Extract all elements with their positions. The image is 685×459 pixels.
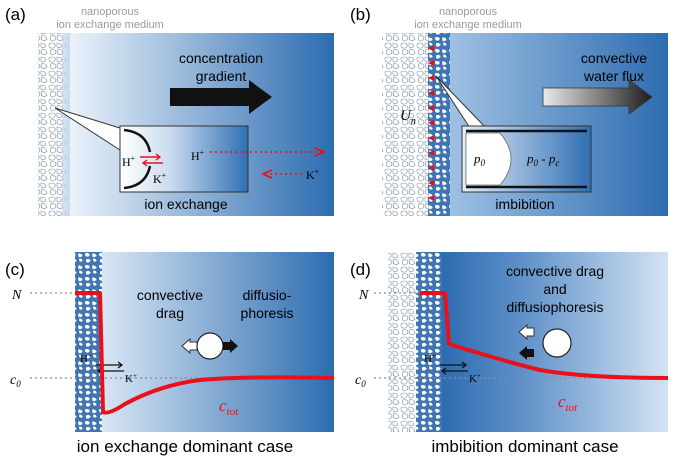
panel-a-medium-edge [62, 33, 70, 216]
panel-d-k-arrow [440, 367, 468, 375]
panel-d-porous-medium [388, 252, 420, 432]
panel-d-particle [542, 328, 572, 358]
panel-a-caption: ion exchange [144, 196, 228, 212]
panel-d-diffusiophoresis-arrow [519, 346, 534, 360]
panel-b-p0-minus-pc: p0 - pc [526, 151, 559, 168]
panel-b-porous-medium [382, 33, 428, 216]
panel-a-medium-label-line1: nanoporous [81, 6, 140, 18]
panel-b-caption: imbibition [495, 196, 554, 212]
panel-d-ctot-label: ctot [558, 392, 578, 414]
panel-c-particle [196, 332, 224, 360]
panel-c-c0-label: c0 [10, 373, 21, 389]
panel-d-c0-label: c0 [355, 373, 366, 389]
panel-b-red-flow-arrows [428, 45, 434, 201]
panel-a-k-arrowhead [261, 169, 273, 179]
panel-a-porous-medium [38, 33, 66, 216]
panel-a-gradient-arrow [170, 80, 272, 114]
panel-c-diffusiophoresis-arrow [223, 339, 238, 353]
panel-b-arrow-label-line2: water flux [583, 68, 644, 84]
panel-a-h-arrowhead [314, 147, 326, 157]
panel-d-h-arrow [440, 361, 468, 369]
panel-d-n-label: N [358, 288, 369, 303]
panel-d-letter: (d) [350, 260, 371, 279]
panel-b: (b) nanoporous ion exchange medium conve… [350, 5, 668, 216]
panel-b-letter: (b) [350, 5, 371, 24]
panel-d-drag-arrow [518, 323, 535, 341]
panel-a-k-label: K+ [306, 167, 320, 182]
panel-a-inset-k: K+ [153, 171, 167, 186]
panel-b-medium-label-line1: nanoporous [439, 6, 498, 18]
panel-c: (c) N c0 convective drag diffusio- phore… [5, 252, 335, 456]
panel-c-text2-line2: phoresis [241, 305, 294, 321]
panel-c-porous-medium [75, 252, 102, 432]
panel-d-text-line2: and [543, 281, 566, 297]
panel-a-h-label: H+ [191, 148, 205, 163]
panel-d-h-label: H+ [424, 352, 436, 365]
panel-b-un-label: Un [400, 108, 416, 127]
panel-d-text-line3: diffusiophoresis [506, 299, 603, 315]
panel-a-medium-label-line2: ion exchange medium [56, 19, 164, 31]
panel-d: (d) N c0 convective drag and diffusiopho… [350, 252, 669, 456]
panel-c-text1-line1: convective [137, 287, 203, 303]
panel-d-ctot-curve [420, 291, 669, 380]
panel-c-n-label: N [11, 288, 22, 303]
panel-c-ctot-label: ctot [219, 396, 239, 418]
panel-a-pore-walls [123, 128, 152, 190]
panel-a-exchange-arrow-out [140, 153, 162, 161]
panel-d-k-label: K+ [469, 372, 481, 385]
panel-b-medium-label-line2: ion exchange medium [414, 19, 522, 31]
panel-d-text-line1: convective drag [506, 263, 604, 279]
panel-c-text2-line1: diffusio- [243, 287, 292, 303]
panel-b-p0: p0 [473, 151, 486, 168]
panel-d-wetted-medium [416, 252, 442, 432]
panel-a-arrow-label-line2: gradient [196, 68, 247, 84]
panel-c-h-label: H+ [80, 352, 92, 365]
panel-b-meniscus [465, 132, 512, 186]
panel-d-caption: imbibition dominant case [431, 437, 618, 456]
panel-c-text1-line2: drag [156, 305, 184, 321]
panel-a-arrow-label-line1: concentration [179, 50, 263, 66]
panel-a: (a) nanoporous ion exchange medium conce… [5, 5, 334, 216]
panel-c-k-label: K+ [125, 372, 137, 385]
panel-a-inset-h: H+ [122, 154, 136, 169]
panel-a-exchange-arrow-in [141, 159, 163, 167]
panel-c-drag-arrow [181, 337, 198, 355]
panel-c-letter: (c) [5, 260, 25, 279]
panel-b-arrow-label-line1: convective [581, 50, 647, 66]
panel-a-letter: (a) [5, 5, 26, 24]
panel-b-flux-arrow [542, 79, 653, 115]
panel-c-ctot-curve [75, 291, 335, 415]
panel-c-caption: ion exchange dominant case [77, 437, 293, 456]
